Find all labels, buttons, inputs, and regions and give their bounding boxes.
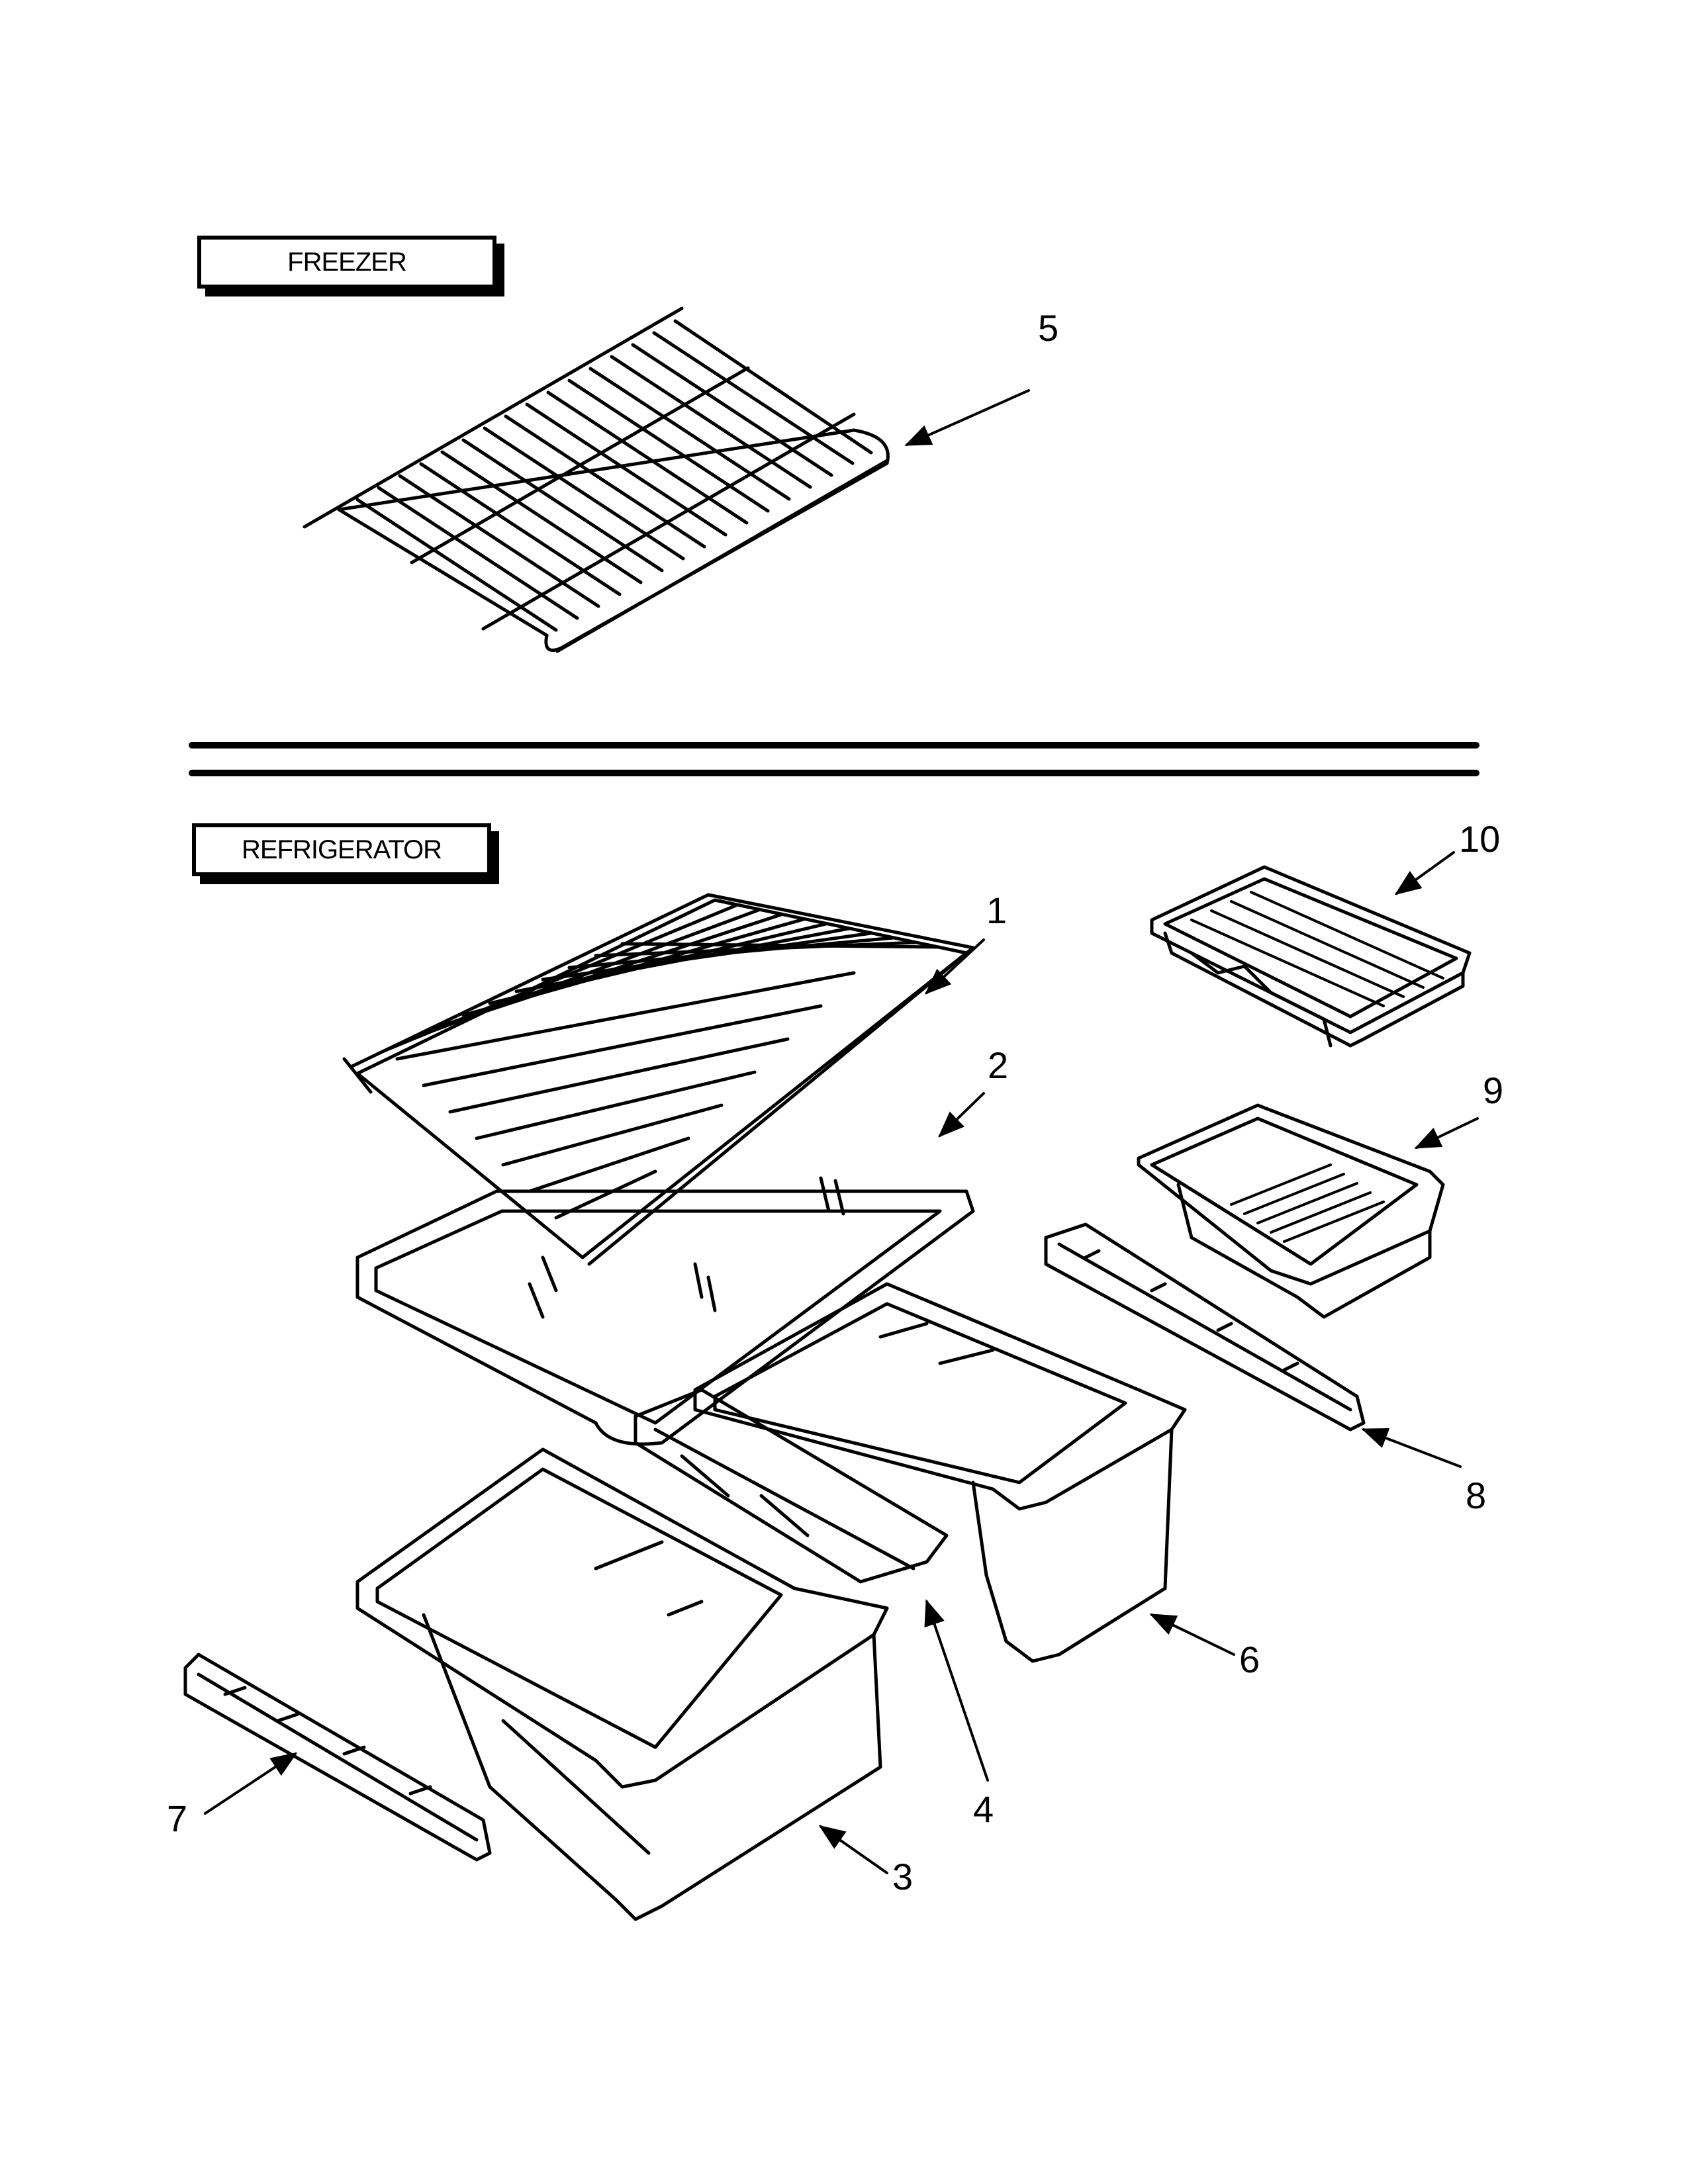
leader-arrows	[204, 389, 1479, 1874]
callout-7: 7	[167, 1797, 188, 1839]
refrigerator-section-label: REFRIGERATOR	[192, 823, 491, 876]
callout-6: 6	[1239, 1639, 1260, 1680]
snack-pan	[1137, 1103, 1445, 1319]
callout-10: 10	[1459, 818, 1501, 860]
crisper-drawer-right	[693, 1282, 1187, 1663]
glass-shelf	[355, 1176, 975, 1446]
crisper-cover	[633, 1388, 949, 1584]
refrigerator-wire-shelf	[342, 893, 975, 1266]
callout-8: 8	[1466, 1475, 1487, 1516]
freezer-wire-shelf	[303, 306, 890, 653]
callout-4: 4	[973, 1788, 994, 1830]
crisper-drawer-left	[355, 1447, 889, 1921]
callout-3: 3	[892, 1856, 914, 1897]
callout-5: 5	[1038, 307, 1059, 349]
freezer-section-label: FREEZER	[197, 236, 496, 289]
callout-9: 9	[1483, 1069, 1504, 1111]
crisper-rail-left	[183, 1653, 492, 1862]
snack-pan-cover	[1150, 865, 1472, 1048]
callout-1: 1	[986, 889, 1008, 931]
crisper-rail-right	[1044, 1222, 1366, 1432]
callout-2: 2	[988, 1044, 1009, 1086]
